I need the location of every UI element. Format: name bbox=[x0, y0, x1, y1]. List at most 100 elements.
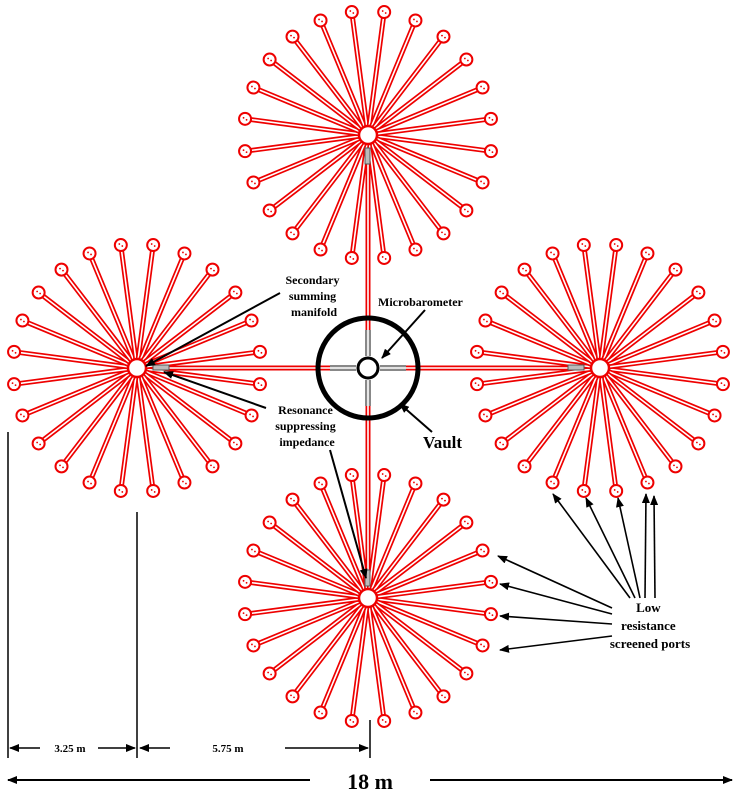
screened-port bbox=[262, 666, 277, 681]
pipe-network bbox=[7, 5, 730, 728]
resonance-arrow-1 bbox=[163, 371, 267, 409]
screened-port bbox=[252, 344, 267, 359]
spoke-pipe bbox=[318, 597, 371, 714]
spoke-pipe bbox=[268, 57, 370, 137]
screened-port bbox=[436, 29, 451, 44]
screened-port bbox=[436, 492, 451, 507]
spoke-pipe bbox=[290, 133, 370, 235]
screened-port bbox=[31, 285, 46, 300]
screened-port bbox=[344, 713, 359, 728]
screened-port bbox=[82, 246, 97, 261]
spoke-pipe bbox=[581, 367, 603, 492]
vault-label: Vault bbox=[423, 433, 462, 452]
screened-port bbox=[478, 408, 493, 423]
screened-port bbox=[459, 515, 474, 530]
summing-manifold bbox=[589, 357, 611, 379]
spoke-pipe bbox=[318, 19, 371, 136]
spoke-pipe bbox=[135, 268, 215, 370]
screened-port bbox=[436, 226, 451, 241]
microbarometer bbox=[356, 356, 380, 380]
screened-port bbox=[377, 713, 392, 728]
ports-label: Low resistance screened ports bbox=[610, 600, 690, 651]
secondary-manifold-label: Secondary summing manifold bbox=[286, 273, 343, 319]
screened-port bbox=[668, 262, 683, 277]
spoke-pipe bbox=[290, 498, 370, 600]
screened-port bbox=[238, 574, 253, 589]
spoke-pipe bbox=[59, 268, 139, 370]
screened-port bbox=[459, 203, 474, 218]
spoke-pipe bbox=[118, 244, 140, 369]
screened-port bbox=[228, 436, 243, 451]
screened-port bbox=[545, 246, 560, 261]
spoke-pipe bbox=[37, 366, 139, 446]
spoke-pipe bbox=[21, 318, 138, 371]
screened-port bbox=[640, 475, 655, 490]
spoke-pipe bbox=[290, 35, 370, 137]
screened-port bbox=[238, 111, 253, 126]
spoke-pipe bbox=[252, 132, 369, 185]
spoke-pipe bbox=[252, 595, 369, 648]
screened-port bbox=[285, 29, 300, 44]
screened-port bbox=[246, 543, 261, 558]
screened-port bbox=[313, 476, 328, 491]
screened-port bbox=[609, 238, 624, 253]
screened-port bbox=[15, 408, 30, 423]
screened-port bbox=[576, 483, 591, 498]
screened-port bbox=[483, 607, 498, 622]
resonance-label: Resonance suppressing impedance bbox=[275, 403, 338, 449]
screened-port bbox=[408, 13, 423, 28]
spoke-pipe bbox=[136, 365, 253, 418]
spoke-pipe bbox=[118, 367, 140, 492]
spoke-pipe bbox=[366, 35, 446, 137]
spoke-pipe bbox=[581, 244, 603, 369]
spoke-pipe bbox=[365, 134, 387, 259]
screened-port bbox=[285, 689, 300, 704]
spoke-pipe bbox=[366, 596, 468, 676]
screened-port bbox=[483, 111, 498, 126]
screened-port bbox=[377, 250, 392, 265]
spoke-pipe bbox=[367, 132, 492, 154]
spoke-pipe bbox=[37, 290, 139, 370]
screened-port bbox=[262, 515, 277, 530]
screened-port bbox=[609, 483, 624, 498]
screened-port bbox=[246, 638, 261, 653]
spoke-pipe bbox=[134, 244, 156, 369]
microbarometer-arrow bbox=[381, 309, 426, 359]
screened-port bbox=[707, 408, 722, 423]
spoke-pipe bbox=[349, 11, 371, 136]
screened-port bbox=[483, 574, 498, 589]
spoke-pipe bbox=[87, 252, 140, 369]
screened-port bbox=[715, 344, 730, 359]
screened-port bbox=[262, 203, 277, 218]
screened-port bbox=[313, 242, 328, 257]
screened-port bbox=[668, 459, 683, 474]
spoke-pipe bbox=[522, 366, 602, 468]
summing-manifold bbox=[357, 124, 379, 146]
spoke-pipe bbox=[484, 365, 601, 418]
spoke-pipe bbox=[366, 133, 468, 213]
spoke-pipe bbox=[365, 19, 418, 136]
spoke-pipe bbox=[134, 367, 156, 492]
spoke-pipe bbox=[597, 367, 619, 492]
spoke-pipe bbox=[366, 596, 446, 698]
spoke-pipe bbox=[599, 349, 724, 371]
spoke-pipe bbox=[365, 134, 418, 251]
dimension-5-75: 5.75 m bbox=[212, 743, 243, 755]
screened-port bbox=[517, 262, 532, 277]
vault bbox=[315, 315, 421, 421]
screened-port bbox=[470, 344, 485, 359]
spoke-pipe bbox=[349, 597, 371, 722]
screened-port bbox=[475, 175, 490, 190]
spoke-pipe bbox=[476, 365, 601, 387]
ports-arrows bbox=[497, 493, 659, 653]
screened-port bbox=[459, 52, 474, 67]
screened-port bbox=[82, 475, 97, 490]
spoke-pipe bbox=[500, 366, 602, 446]
screened-port bbox=[205, 459, 220, 474]
screened-port bbox=[177, 246, 192, 261]
spoke-pipe bbox=[550, 367, 603, 484]
resonance-arrow-2 bbox=[329, 449, 368, 579]
screened-port bbox=[7, 377, 22, 392]
screened-port bbox=[238, 144, 253, 159]
